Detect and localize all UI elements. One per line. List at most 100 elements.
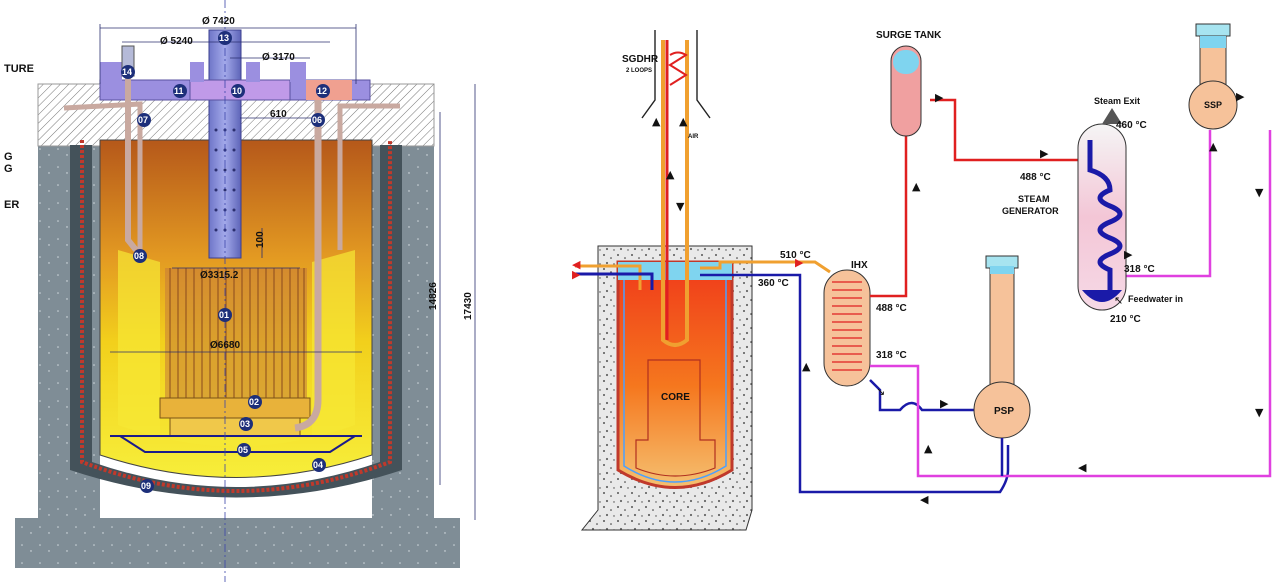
dim-14826: 14826 <box>428 282 439 310</box>
dim-outer-dia: Ø 7420 <box>202 16 235 27</box>
cut-label-1: TURE <box>4 63 34 75</box>
reactor-inner-vessel <box>623 267 727 483</box>
svg-text:08: 08 <box>134 251 144 261</box>
svg-text:11: 11 <box>174 86 184 96</box>
plug-flange-left <box>100 62 122 82</box>
core-structure <box>635 359 716 477</box>
svg-text:◀: ◀ <box>572 258 581 271</box>
reactor-pool <box>616 260 734 489</box>
ihx-label: IHX <box>851 260 868 271</box>
svg-text:◀: ◀ <box>920 493 929 506</box>
badge-12: 12 <box>316 84 330 98</box>
sgdhr-stack <box>641 30 711 119</box>
svg-text:▲: ▲ <box>1209 140 1218 153</box>
cut-label-2: G <box>4 151 13 163</box>
badge-11: 11 <box>173 84 187 98</box>
steam-generator-label-2: GENERATOR <box>1002 206 1059 216</box>
core-label: CORE <box>661 392 690 403</box>
svg-text:14: 14 <box>122 67 132 77</box>
ihx-to-psp <box>869 379 975 412</box>
core-support <box>169 417 301 437</box>
badge-02: 02 <box>248 395 262 409</box>
cut-label-3: G <box>4 163 13 175</box>
svg-text:▲: ▲ <box>666 168 675 181</box>
process-flow-diagram: CORE SGDHR 2 LOOPS AIR ▲ ▲ ▲ ▼ ◀ ▶ 510 °… <box>572 23 1272 531</box>
svg-text:▼: ▼ <box>676 200 685 213</box>
svg-text:↘: ↘ <box>876 385 885 398</box>
dim-core-dia: Ø3315.2 <box>200 270 239 281</box>
dim-5240: Ø 5240 <box>160 36 193 47</box>
badge-04: 04 <box>312 458 326 472</box>
surge-tank-label: SURGE TANK <box>876 30 942 41</box>
steam-generator-label-1: STEAM <box>1018 194 1050 204</box>
svg-text:▼: ▼ <box>1255 406 1264 419</box>
feedwater-label: Feedwater in <box>1128 294 1183 304</box>
badge-13: 13 <box>218 31 232 45</box>
svg-text:▲: ▲ <box>912 180 921 193</box>
svg-text:▶: ▶ <box>1124 248 1133 261</box>
svg-text:▶: ▶ <box>1040 147 1049 160</box>
sg-to-ssp <box>1126 130 1212 278</box>
temp-488-ihx: 488 °C <box>876 303 907 314</box>
svg-text:▶: ▶ <box>572 268 581 281</box>
sgdhr-coil <box>668 51 688 86</box>
primary-cold-leg <box>700 273 1010 494</box>
dim-17430: 17430 <box>463 292 474 320</box>
svg-text:12: 12 <box>317 86 327 96</box>
sgdhr-label: SGDHR <box>622 54 659 65</box>
svg-text:05: 05 <box>238 445 248 455</box>
dim-vessel-dia: Ø6680 <box>210 340 240 351</box>
sgdhr-sub-label: 2 LOOPS <box>626 68 652 74</box>
dim-3170: Ø 3170 <box>262 52 295 63</box>
svg-text:▼: ▼ <box>1255 186 1264 199</box>
psp-shaft <box>989 265 1015 387</box>
temp-488-sg: 488 °C <box>1020 172 1051 183</box>
svg-text:↖: ↖ <box>1114 294 1123 307</box>
svg-text:02: 02 <box>249 397 259 407</box>
badge-03: 03 <box>239 417 253 431</box>
safety-vessel <box>80 140 392 493</box>
svg-text:▶: ▶ <box>935 91 944 104</box>
ihx-left <box>125 60 139 252</box>
dim-610: 610 <box>270 109 287 120</box>
component-badges: 01 02 03 04 05 06 07 08 09 10 11 12 13 1… <box>121 31 330 493</box>
svg-text:▲: ▲ <box>802 360 811 373</box>
steam-exit-label: Steam Exit <box>1094 96 1140 106</box>
badge-05: 05 <box>237 443 251 457</box>
secondary-cold-loop <box>870 130 1272 478</box>
svg-text:▲: ▲ <box>652 115 661 128</box>
temp-210: 210 °C <box>1110 314 1141 325</box>
dim-100: 100 <box>255 231 266 248</box>
temp-360: 360 °C <box>758 278 789 289</box>
svg-text:▲: ▲ <box>679 115 688 128</box>
primary-pipe-right <box>294 100 322 432</box>
ssp-label: SSP <box>1204 100 1222 110</box>
svg-text:◀: ◀ <box>1078 461 1087 474</box>
base-slab <box>15 518 460 568</box>
secondary-hot-rise <box>870 130 908 298</box>
svg-text:04: 04 <box>313 460 323 470</box>
sg-tube-bundle <box>1087 140 1123 290</box>
svg-text:01: 01 <box>219 310 229 320</box>
secondary-hot-to-sg <box>930 98 1082 162</box>
svg-text:06: 06 <box>312 115 322 125</box>
dimension-lines <box>99 0 476 582</box>
core-subassemblies <box>165 268 307 398</box>
temp-460: 460 °C <box>1116 120 1147 131</box>
badge-08: 08 <box>133 249 147 263</box>
svg-text:▶: ▶ <box>940 397 949 410</box>
svg-text:07: 07 <box>138 115 148 125</box>
svg-text:09: 09 <box>141 481 151 491</box>
svg-text:03: 03 <box>240 419 250 429</box>
badge-06: 06 <box>311 113 325 127</box>
badge-07: 07 <box>137 113 151 127</box>
svg-text:▶: ▶ <box>795 256 804 269</box>
inner-vessel <box>118 250 355 447</box>
badge-14: 14 <box>121 65 135 79</box>
primary-hot-leg <box>700 260 831 274</box>
plug-flange-right <box>290 62 306 82</box>
svg-text:13: 13 <box>219 33 229 43</box>
reactor-cross-section: TURE G G ER Ø 7420 Ø 5240 Ø 3170 610 Ø33… <box>4 0 476 582</box>
temp-318-sg: 318 °C <box>1124 264 1155 275</box>
